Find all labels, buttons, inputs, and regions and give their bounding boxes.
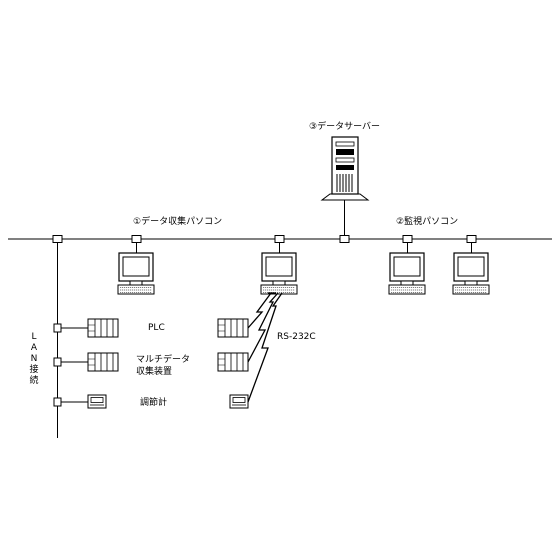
label-multi-data-line2: 収集装置 (136, 367, 173, 377)
label-rs232c: RS-232C (277, 332, 316, 342)
controller-icon (87, 394, 107, 409)
label-multi-data-line1: マルチデータ (136, 355, 191, 365)
lan-connectors (52, 235, 477, 243)
rs232c-links (247, 292, 283, 403)
label-data-server: ③データサーバー (309, 122, 380, 132)
label-monitoring-pc: ②監視パソコン (396, 217, 459, 227)
multi-data-rs232c-icon (217, 352, 249, 372)
label-plc: PLC (148, 323, 165, 333)
lan-char-2: A (30, 343, 38, 353)
monitor-pc-1-icon (388, 252, 426, 295)
collect-pc-1-icon (117, 252, 155, 295)
label-controller: 調節計 (140, 398, 168, 408)
lan-char-5: 続 (29, 376, 39, 386)
server-icon (320, 136, 370, 201)
lan-char-3: N (30, 354, 38, 364)
monitor-pc-2-icon (452, 252, 490, 295)
lan-char-4: 接 (29, 365, 39, 375)
plc-icon (87, 318, 119, 338)
label-lan-connection: L A N 接 続 (29, 332, 39, 387)
controller-rs232c-icon (229, 394, 249, 409)
left-taps (53, 323, 62, 407)
plc-rs232c-icon (217, 318, 249, 338)
collect-pc-2-icon (260, 252, 298, 295)
multi-data-device-icon (87, 352, 119, 372)
label-data-collection-pc: ①データ収集パソコン (133, 217, 223, 227)
lan-char-1: L (31, 332, 37, 342)
